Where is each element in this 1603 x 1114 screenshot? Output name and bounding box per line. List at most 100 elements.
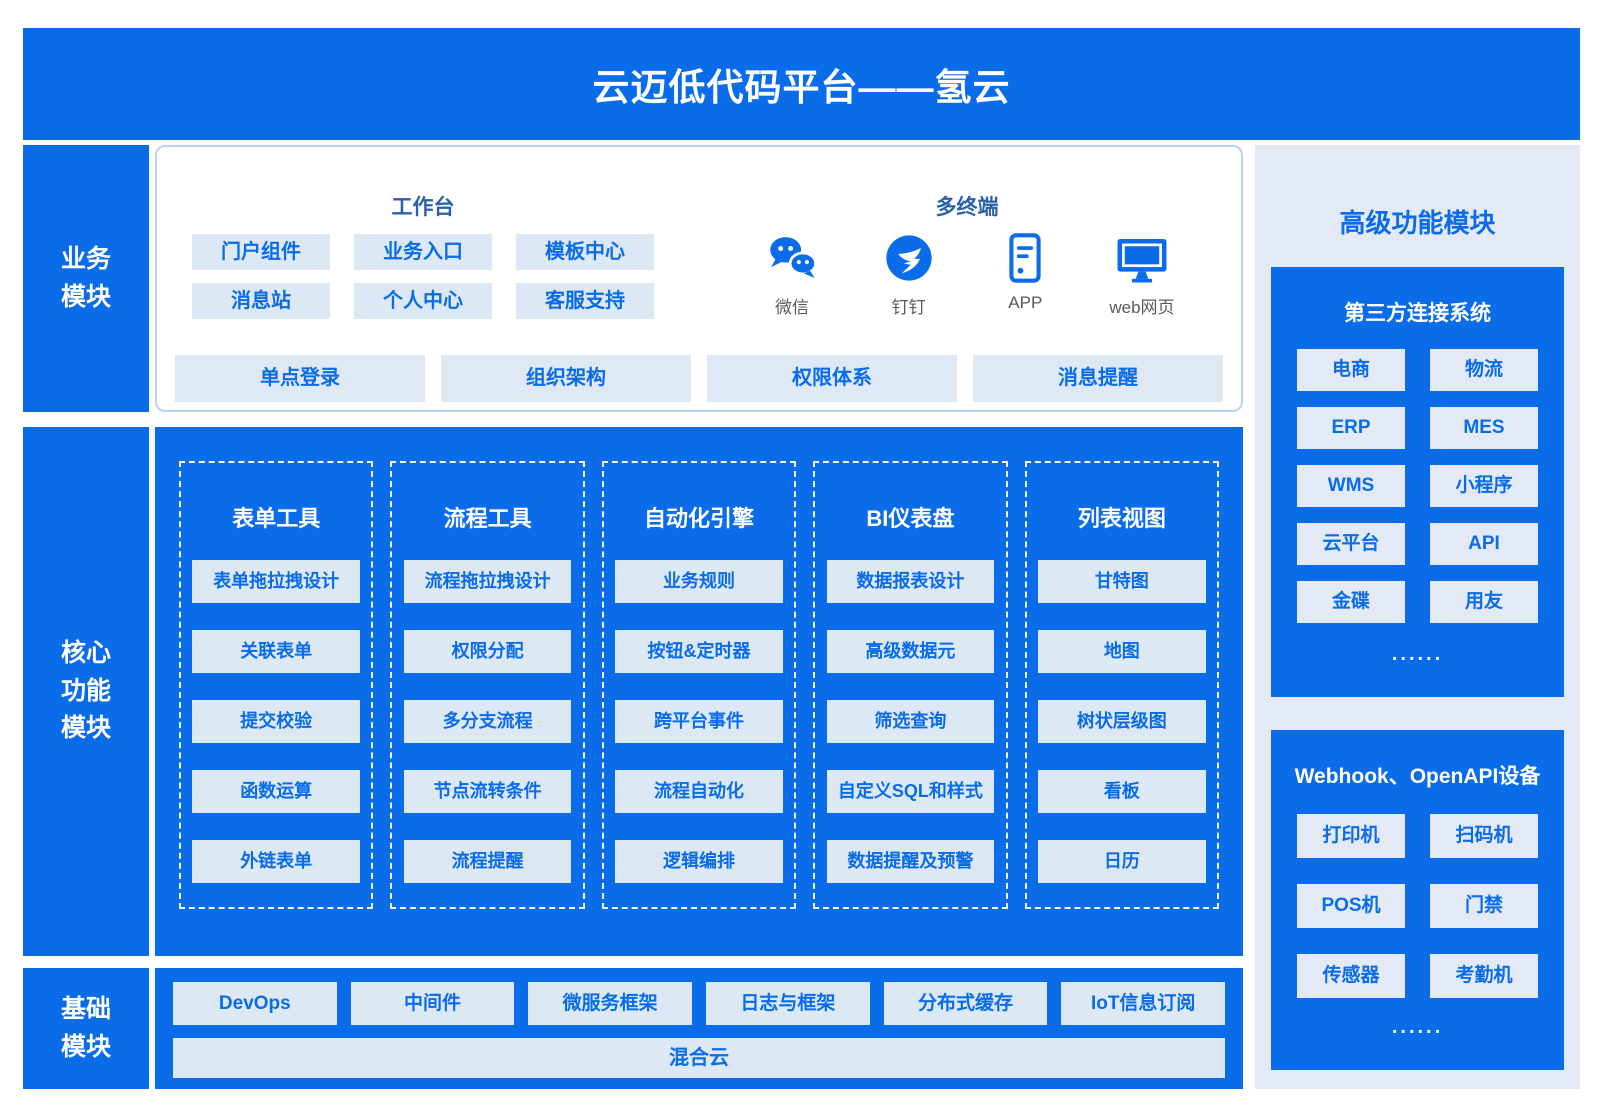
core-item: 筛选查询 — [826, 700, 995, 743]
core-item: 流程自动化 — [615, 770, 783, 813]
core-column-automation-engine: 自动化引擎 业务规则 按钮&定时器 跨平台事件 流程自动化 逻辑编排 — [601, 461, 797, 909]
device-item: 扫码机 — [1430, 814, 1538, 858]
core-item: 逻辑编排 — [615, 840, 783, 883]
more-ellipsis: ...... — [1391, 1016, 1444, 1038]
webhook-openapi-devices-box: Webhook、OpenAPI设备 打印机 扫码机 POS机 门禁 传感器 考勤… — [1271, 730, 1564, 1070]
advanced-panel-title: 高级功能模块 — [1339, 208, 1496, 238]
core-item: 高级数据元 — [826, 630, 995, 673]
web-monitor-icon — [1117, 238, 1167, 283]
base-item: 中间件 — [350, 982, 515, 1025]
third-party-item: 云平台 — [1297, 523, 1405, 565]
core-item: 表单拖拉拽设计 — [192, 560, 360, 603]
core-item: 甘特图 — [1038, 560, 1206, 603]
rail-business-module: 业务 模块 — [23, 145, 149, 412]
core-column-title: 表单工具 — [232, 506, 321, 531]
workbench-item: 消息站 — [192, 283, 330, 319]
core-item: 关联表单 — [192, 630, 360, 673]
workbench-item: 模板中心 — [516, 234, 654, 270]
base-item: 分布式缓存 — [883, 982, 1048, 1025]
device-item: POS机 — [1297, 884, 1405, 928]
core-function-panel: 表单工具 表单拖拉拽设计 关联表单 提交校验 函数运算 外链表单 流程工具 流程… — [155, 427, 1243, 956]
terminal-label: 钉钉 — [891, 298, 926, 317]
third-party-item: 小程序 — [1430, 465, 1538, 507]
third-party-systems-title: 第三方连接系统 — [1344, 302, 1491, 325]
core-column-flow-tools: 流程工具 流程拖拉拽设计 权限分配 多分支流程 节点流转条件 流程提醒 — [390, 461, 585, 909]
base-row: DevOps 中间件 微服务框架 日志与框架 分布式缓存 IoT信息订阅 — [173, 982, 1226, 1025]
workbench-item: 客服支持 — [516, 283, 654, 319]
business-bottom-row: 单点登录 组织架构 权限体系 消息提醒 — [175, 355, 1223, 402]
device-item: 考勤机 — [1430, 954, 1538, 998]
workbench-item: 个人中心 — [354, 283, 492, 319]
terminal-web: web网页 — [1092, 229, 1192, 318]
webhook-openapi-devices-title: Webhook、OpenAPI设备 — [1294, 765, 1541, 788]
terminal-app: APP — [975, 229, 1075, 318]
core-column-bi-dashboard: BI仪表盘 数据报表设计 高级数据元 筛选查询 自定义SQL和样式 数据提醒及预… — [813, 461, 1008, 909]
workbench-grid: 门户组件 业务入口 模板中心 消息站 个人中心 客服支持 — [192, 234, 654, 319]
core-item: 流程拖拉拽设计 — [403, 560, 572, 603]
third-party-systems-grid: 电商 物流 ERP MES WMS 小程序 云平台 API 金碟 用友 — [1297, 349, 1538, 623]
base-item: 日志与框架 — [706, 982, 870, 1025]
terminal-dingtalk: 钉钉 — [859, 229, 959, 318]
multi-terminal-row: 微信 钉钉 APP — [742, 229, 1192, 318]
core-item: 自定义SQL和样式 — [826, 770, 995, 813]
business-module-panel: 工作台 门户组件 业务入口 模板中心 消息站 个人中心 客服支持 多终端 — [155, 145, 1243, 412]
core-column-title: 列表视图 — [1077, 506, 1166, 531]
terminal-label: web网页 — [1109, 298, 1175, 317]
device-item: 传感器 — [1297, 954, 1405, 998]
business-bottom-item: 组织架构 — [441, 355, 691, 402]
wechat-icon — [770, 237, 817, 278]
core-item: 权限分配 — [403, 630, 572, 673]
multi-terminal-title: 多终端 — [935, 196, 999, 219]
business-bottom-item: 单点登录 — [175, 355, 425, 402]
page-title: 云迈低代码平台——氢云 — [592, 67, 1011, 108]
core-item: 日历 — [1038, 840, 1206, 883]
core-column-list-views: 列表视图 甘特图 地图 树状层级图 看板 日历 — [1024, 461, 1220, 909]
third-party-item: 用友 — [1430, 581, 1538, 623]
core-column-title: 自动化引擎 — [644, 506, 755, 531]
core-column-form-tools: 表单工具 表单拖拉拽设计 关联表单 提交校验 函数运算 外链表单 — [179, 461, 374, 909]
core-item: 提交校验 — [192, 700, 360, 743]
third-party-item: MES — [1430, 407, 1538, 449]
workbench-title: 工作台 — [391, 196, 455, 219]
dingtalk-icon — [886, 235, 932, 281]
third-party-item: ERP — [1297, 407, 1405, 449]
hybrid-cloud-item: 混合云 — [173, 1038, 1225, 1078]
webhook-devices-grid: 打印机 扫码机 POS机 门禁 传感器 考勤机 — [1297, 814, 1538, 998]
core-item: 节点流转条件 — [403, 770, 572, 813]
core-columns: 表单工具 表单拖拉拽设计 关联表单 提交校验 函数运算 外链表单 流程工具 流程… — [179, 461, 1220, 909]
base-module-panel: DevOps 中间件 微服务框架 日志与框架 分布式缓存 IoT信息订阅 混合云 — [155, 968, 1243, 1089]
core-item: 按钮&定时器 — [615, 630, 783, 673]
core-item: 流程提醒 — [403, 840, 572, 883]
core-item: 业务规则 — [615, 560, 783, 603]
core-item: 跨平台事件 — [615, 700, 783, 743]
terminal-label: 微信 — [775, 298, 809, 317]
core-item: 外链表单 — [192, 840, 360, 883]
more-ellipsis: ...... — [1391, 643, 1444, 665]
core-item: 地图 — [1038, 630, 1206, 673]
workbench-item: 业务入口 — [354, 234, 492, 270]
rail-core-function-module: 核心 功能 模块 — [23, 427, 149, 956]
business-bottom-item: 消息提醒 — [973, 355, 1223, 402]
core-column-title: 流程工具 — [443, 506, 532, 531]
advanced-function-panel: 高级功能模块 第三方连接系统 电商 物流 ERP MES WMS 小程序 云平台… — [1255, 145, 1580, 1089]
workbench-item: 门户组件 — [192, 234, 330, 270]
device-item: 门禁 — [1430, 884, 1538, 928]
third-party-item: 电商 — [1297, 349, 1405, 391]
core-item: 多分支流程 — [403, 700, 572, 743]
app-icon — [1009, 233, 1041, 283]
device-item: 打印机 — [1297, 814, 1405, 858]
core-column-title: BI仪表盘 — [866, 506, 955, 531]
core-item: 数据报表设计 — [826, 560, 995, 603]
base-item: 微服务框架 — [528, 982, 693, 1025]
third-party-item: API — [1430, 523, 1538, 565]
third-party-item: 物流 — [1430, 349, 1538, 391]
business-bottom-item: 权限体系 — [707, 355, 957, 402]
core-item: 函数运算 — [192, 770, 360, 813]
top-banner: 云迈低代码平台——氢云 — [23, 28, 1580, 140]
core-item: 看板 — [1038, 770, 1206, 813]
terminal-wechat: 微信 — [742, 229, 842, 318]
core-item: 数据提醒及预警 — [826, 840, 995, 883]
third-party-item: WMS — [1297, 465, 1405, 507]
base-item: IoT信息订阅 — [1061, 982, 1226, 1025]
